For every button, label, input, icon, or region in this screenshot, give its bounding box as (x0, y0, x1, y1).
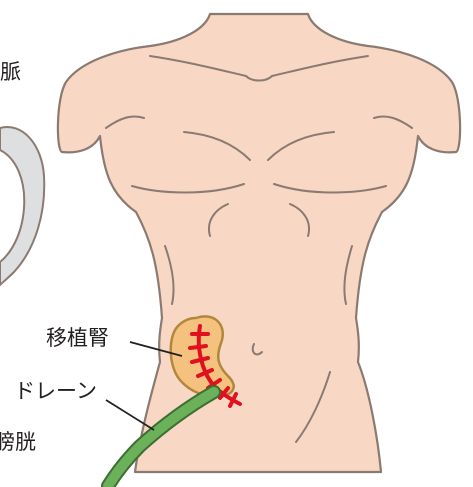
torso-body (58, 14, 460, 472)
label-transplant-kidney: 移植腎 (46, 328, 109, 349)
label-drain: ドレーン (14, 381, 97, 402)
label-cut-top: 脈 (0, 62, 21, 83)
label-cut-bladder: 膀胱 (0, 432, 36, 453)
left-organ (0, 127, 44, 285)
